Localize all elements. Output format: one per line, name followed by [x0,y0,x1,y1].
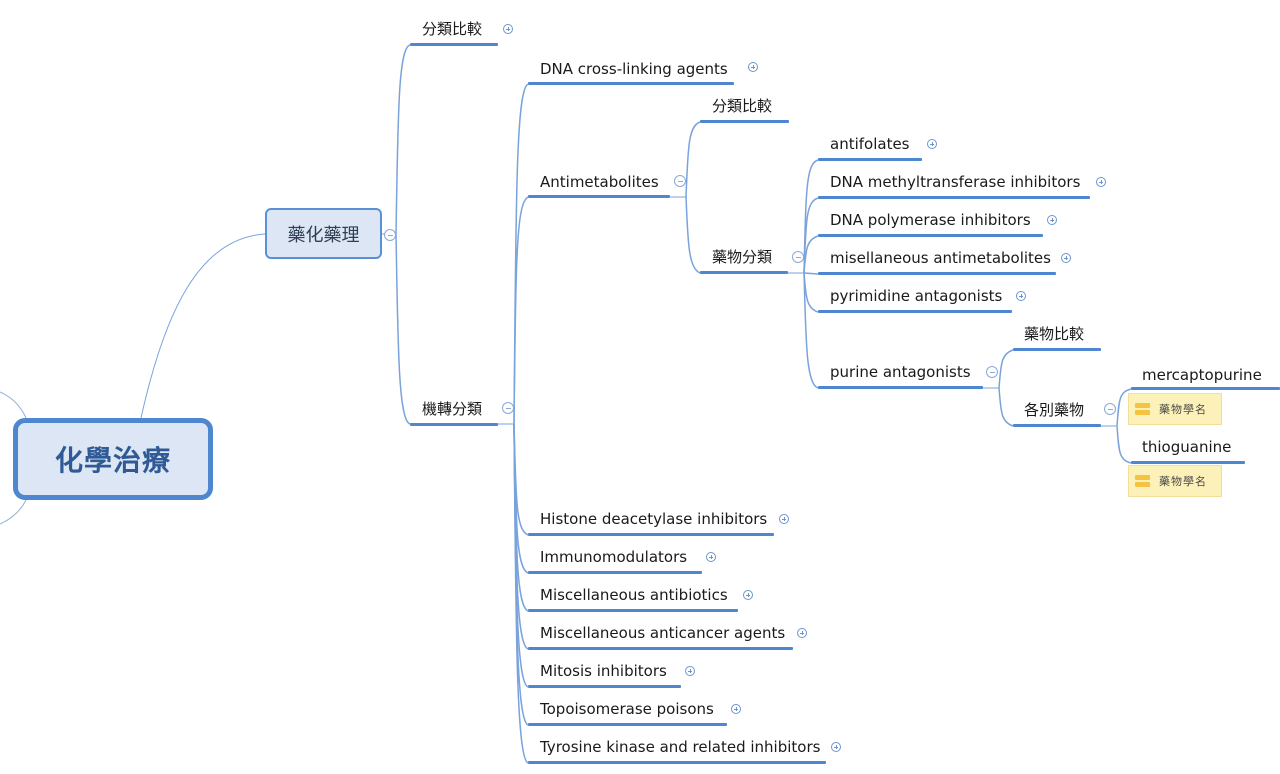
connector-to-pyrimidine [803,272,819,313]
drug-classification-collapse-toggle[interactable] [792,251,804,263]
connector-to-misc-antimetabolites [803,272,819,275]
topic-underline [528,723,727,726]
topic-underline [1131,461,1245,464]
thioguanine-note[interactable]: 藥物學名 [1128,465,1222,497]
purine-collapse-toggle[interactable] [986,366,998,378]
connector-to-mercaptopurine [1116,388,1132,427]
topic-antifolates[interactable]: antifolates [830,135,910,153]
topic-pyrimidine-antagonists[interactable]: pyrimidine antagonists [830,287,1003,305]
connector-to-purine [803,272,819,389]
mercaptopurine-note[interactable]: 藥物學名 [1128,393,1222,425]
connector-root-to-main-topic [140,233,266,419]
topic-individual-drugs[interactable]: 各別藥物 [1024,401,1085,419]
topoisomerase-expand-toggle[interactable] [731,704,741,714]
topic-drug-comparison[interactable]: 藥物比較 [1024,325,1085,343]
connector-to-mechanism-classification [395,233,411,425]
dna-methyltransferase-expand-toggle[interactable] [1096,177,1106,187]
topic-underline [818,272,1056,275]
topic-underline [818,234,1043,237]
topic-underline [1013,424,1101,427]
connector-to-dna-polymerase [803,235,819,274]
topic-underline [528,533,774,536]
main-topic-collapse-toggle[interactable] [384,229,396,241]
topic-dna-methyltransferase-inhibitors[interactable]: DNA methyltransferase inhibitors [830,173,1081,191]
topic-underline [700,120,789,123]
dna-polymerase-expand-toggle[interactable] [1047,215,1057,225]
connector-to-antimetabolites [513,196,529,425]
topic-underline [1131,387,1280,390]
topic-dna-cross-linking-agents[interactable]: DNA cross-linking agents [540,60,728,78]
misc-anticancer-expand-toggle[interactable] [797,628,807,638]
topic-mitosis-inhibitors[interactable]: Mitosis inhibitors [540,662,667,680]
classification-compare-expand-toggle[interactable] [503,24,513,34]
topic-dna-polymerase-inhibitors[interactable]: DNA polymerase inhibitors [830,211,1031,229]
topic-underline [1013,348,1101,351]
topic-underline [528,647,793,650]
topic-tyrosine-kinase-inhibitors[interactable]: Tyrosine kinase and related inhibitors [540,738,821,756]
topic-underline [528,685,681,688]
topic-antimetabolites-classification-compare[interactable]: 分類比較 [712,97,773,115]
connector-to-thioguanine [1116,425,1132,464]
topic-topoisomerase-poisons[interactable]: Topoisomerase poisons [540,700,714,718]
dna-cross-linking-expand-toggle[interactable] [748,62,758,72]
topic-mechanism-classification[interactable]: 機轉分類 [422,400,483,418]
topic-underline [410,43,498,46]
topic-misellaneous-antimetabolites[interactable]: misellaneous antimetabolites [830,249,1051,267]
root-topic[interactable]: 化學治療 [13,418,213,500]
note-label: 藥物學名 [1159,403,1207,416]
topic-underline [818,158,922,161]
tyrosine-kinase-expand-toggle[interactable] [831,742,841,752]
misc-antibiotics-expand-toggle[interactable] [743,590,753,600]
topic-underline [528,609,738,612]
topic-antimetabolites[interactable]: Antimetabolites [540,173,659,191]
topic-underline [528,82,734,85]
connector-to-drug-compare [998,349,1014,389]
note-label: 藥物學名 [1159,475,1207,488]
topic-immunomodulators[interactable]: Immunomodulators [540,548,688,566]
connector-to-classification-compare [395,44,411,235]
topic-underline [528,761,826,764]
topic-thioguanine[interactable]: thioguanine [1142,438,1232,456]
topic-drug-classification[interactable]: 藥物分類 [712,248,773,266]
topic-mercaptopurine[interactable]: mercaptopurine [1142,366,1262,384]
topic-underline [528,195,670,198]
topic-underline [818,386,983,389]
topic-underline [818,310,1012,313]
immunomodulators-expand-toggle[interactable] [706,552,716,562]
main-topic[interactable]: 藥化藥理 [265,208,382,259]
connector-to-tyrosine-kinase [513,423,529,764]
connector-to-antimetabolites-compare [685,121,701,198]
topic-classification-compare[interactable]: 分類比較 [422,20,483,38]
pyrimidine-expand-toggle[interactable] [1016,291,1026,301]
topic-underline [528,571,702,574]
individual-drugs-collapse-toggle[interactable] [1104,403,1116,415]
topic-underline [700,271,788,274]
connector-to-dna-methyltransferase [803,197,819,274]
topic-underline [818,196,1090,199]
note-lines-icon [1135,474,1150,488]
mitosis-expand-toggle[interactable] [685,666,695,676]
topic-purine-antagonists[interactable]: purine antagonists [830,363,971,381]
note-lines-icon [1135,402,1150,416]
topic-miscellaneous-anticancer-agents[interactable]: Miscellaneous anticancer agents [540,624,786,642]
connector-to-individual-drugs [998,387,1014,427]
connector-to-dna-crosslinking [513,83,529,425]
connector-to-drug-classification [685,196,701,274]
histone-expand-toggle[interactable] [779,514,789,524]
connector-root-offscreen-top [0,391,27,419]
antimetabolites-collapse-toggle[interactable] [674,175,686,187]
mechanism-classification-collapse-toggle[interactable] [502,402,514,414]
topic-histone-deacetylase-inhibitors[interactable]: Histone deacetylase inhibitors [540,510,768,528]
connector-root-offscreen-bottom [0,499,27,525]
antifolates-expand-toggle[interactable] [927,139,937,149]
topic-miscellaneous-antibiotics[interactable]: Miscellaneous antibiotics [540,586,728,604]
misc-antimetabolites-expand-toggle[interactable] [1061,253,1071,263]
topic-underline [410,423,498,426]
